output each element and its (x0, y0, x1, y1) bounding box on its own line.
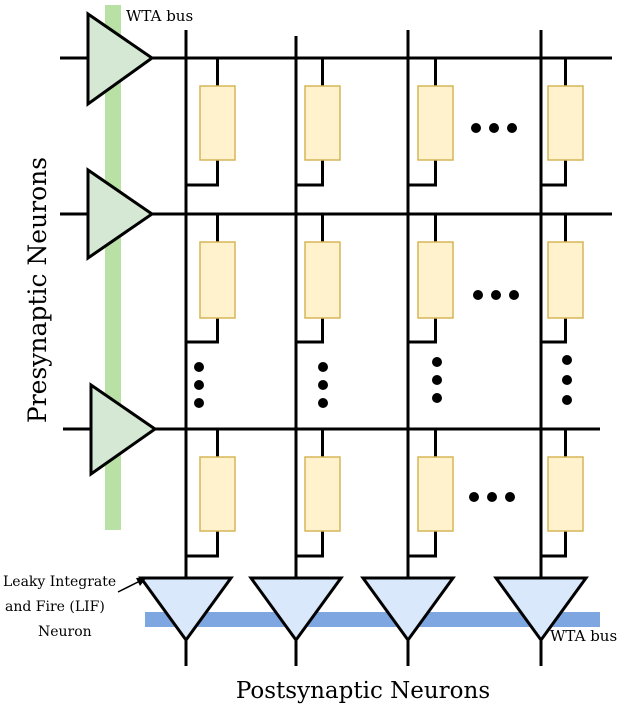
presynaptic-neuron (86, 11, 155, 107)
synapse-element (547, 456, 584, 532)
synapse-element (304, 241, 341, 319)
synapse-element (417, 241, 454, 319)
synapse-cell (541, 429, 584, 558)
postsynaptic-neuron (248, 576, 344, 643)
synapse-element (417, 85, 454, 161)
synapse-element (199, 456, 236, 532)
presynaptic-neurons (86, 11, 158, 477)
lif-label-line1: Leaky Integrate (3, 574, 116, 590)
lif-label-line3: Neuron (38, 624, 92, 640)
presynaptic-neuron (89, 382, 158, 477)
synapse-element (304, 85, 341, 161)
postsynaptic-neurons (138, 576, 589, 643)
presynaptic-label: Presynaptic Neurons (23, 157, 52, 423)
postsynaptic-label: Postsynaptic Neurons (236, 678, 490, 704)
synapse-element (547, 241, 584, 319)
postsynaptic-neuron (138, 576, 234, 643)
synapse-grid (186, 58, 584, 558)
synapse-cell (408, 58, 454, 187)
synapse-cell (296, 58, 341, 187)
postsynaptic-neuron (493, 576, 589, 643)
synapse-cell (186, 429, 236, 558)
presynaptic-neuron (86, 167, 155, 261)
wta-bus-top-label: WTA bus (126, 7, 193, 25)
synapse-cell (408, 214, 454, 344)
synapse-element (417, 456, 454, 532)
synapse-cell (186, 214, 236, 344)
synapse-cell (186, 58, 236, 187)
postsynaptic-outputs (184, 640, 543, 666)
synapse-element (547, 85, 584, 161)
synapse-element (304, 456, 341, 532)
synapse-cell (408, 429, 454, 558)
wta-bus-bottom-label: WTA bus (550, 627, 617, 645)
vertical-ellipses (194, 355, 572, 408)
synapse-cell (541, 214, 584, 344)
horizontal-ellipses (469, 123, 519, 502)
synapse-element (199, 85, 236, 161)
presynaptic-inputs (60, 56, 91, 431)
synapse-element (199, 241, 236, 319)
lif-label-line2: and Fire (LIF) (5, 599, 105, 615)
row-lines (152, 56, 612, 431)
synapse-cell (296, 214, 341, 344)
wta-bus-horizontal (145, 612, 600, 627)
postsynaptic-neuron (360, 576, 456, 643)
synapse-cell (541, 58, 584, 187)
column-lines (184, 30, 543, 578)
synapse-cell (296, 429, 341, 558)
lif-arrow (117, 577, 147, 593)
